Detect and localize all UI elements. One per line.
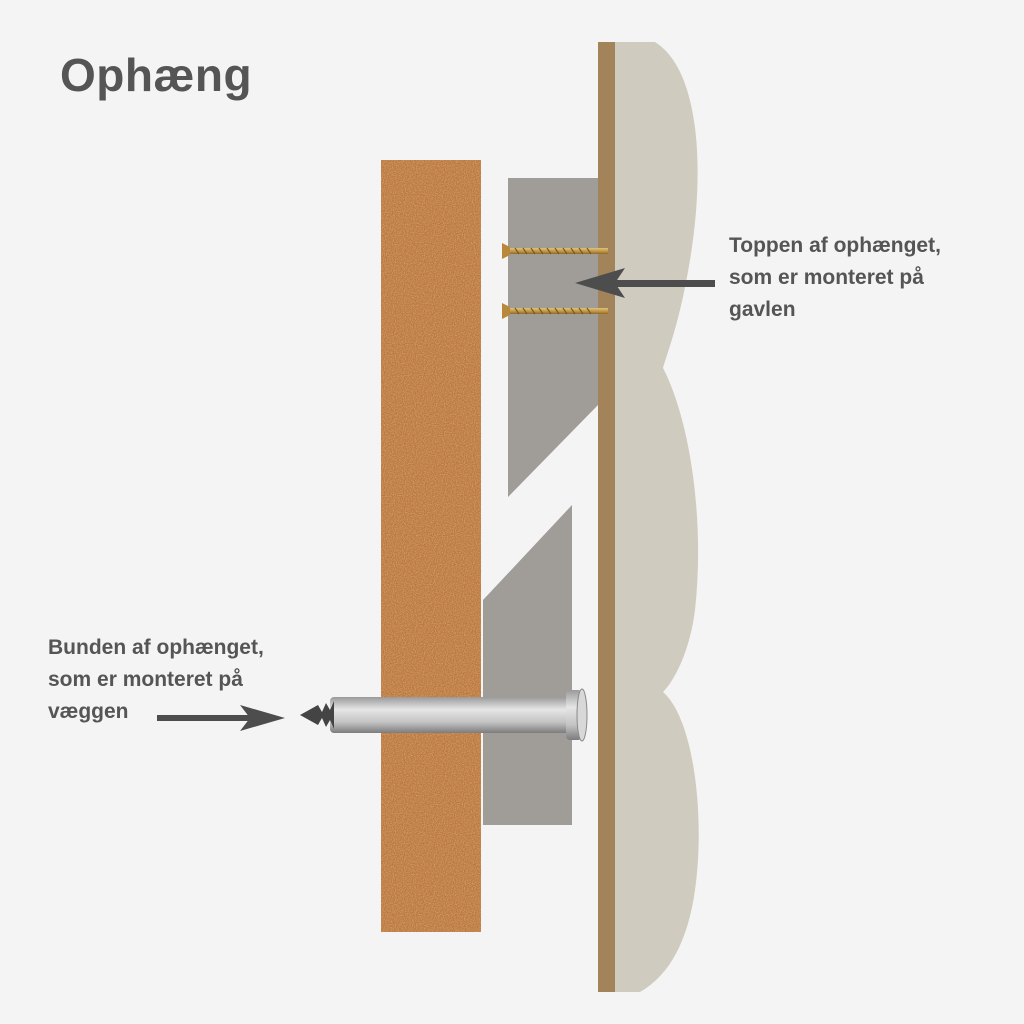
label-bottom-line: Bunden af ophænget, — [48, 636, 264, 659]
label-bottom-bracket: Bunden af ophænget, som er monteret på v… — [48, 632, 264, 728]
arrow-bottom — [157, 705, 285, 731]
arrow-top — [575, 268, 715, 298]
lower-bracket — [483, 505, 572, 825]
upper-bracket — [508, 178, 598, 497]
wall-shape — [612, 42, 699, 992]
page-title: Ophæng — [60, 49, 253, 101]
label-bottom-line: som er monteret på — [48, 668, 243, 691]
label-bottom-line: væggen — [48, 700, 129, 723]
screw-middle — [502, 303, 608, 319]
label-top-line: Toppen af ophænget, — [729, 234, 941, 257]
wall-bolt — [300, 688, 588, 742]
cork-board — [381, 160, 481, 932]
screw-top — [502, 243, 608, 259]
label-top-bracket: Toppen af ophænget, som er monteret på g… — [729, 230, 941, 326]
label-top-line: gavlen — [729, 298, 796, 321]
label-top-line: som er monteret på — [729, 266, 924, 289]
wall-edge-strip — [598, 42, 615, 992]
